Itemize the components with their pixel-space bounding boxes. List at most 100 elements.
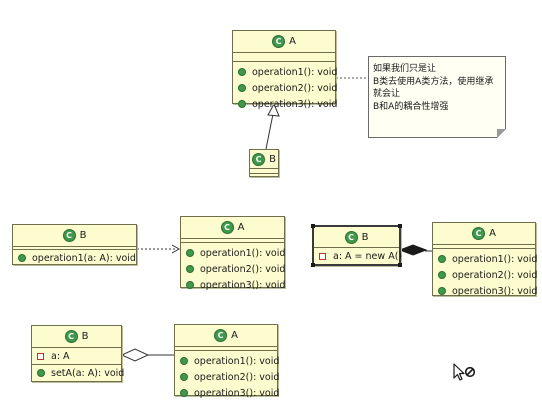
- class-icon: C: [64, 330, 78, 343]
- class-b-dependency[interactable]: C B operation1(a: A): void: [12, 224, 137, 265]
- class-icon: C: [220, 221, 234, 234]
- operation-row[interactable]: operation3(): void: [181, 277, 286, 293]
- attributes-compartment: [181, 239, 284, 243]
- attributes-compartment: [250, 169, 278, 174]
- class-b-aggregation[interactable]: C B a: A setA(a: A): void: [31, 325, 125, 382]
- public-method-icon: [186, 249, 194, 257]
- public-method-icon: [438, 287, 446, 295]
- operations-compartment: operation1(): void operation2(): void op…: [433, 249, 538, 301]
- class-header: C A: [181, 217, 284, 239]
- operation-label: operation3(): void: [194, 387, 280, 399]
- operations-compartment: operation1(): void operation2(): void op…: [181, 243, 286, 295]
- class-name: A: [231, 330, 238, 341]
- operation-row[interactable]: operation1(): void: [175, 353, 280, 369]
- operation-label: operation2(): void: [200, 263, 286, 275]
- dependency-arrowhead: [171, 244, 181, 254]
- attribute-label: a: A = new A(): [333, 250, 403, 262]
- class-a-composition[interactable]: C A operation1(): void operation2(): voi…: [432, 222, 537, 297]
- class-name: A: [489, 228, 496, 239]
- class-name: A: [237, 222, 245, 233]
- operations-compartment: setA(a: A): void: [32, 365, 125, 381]
- class-header: C A: [233, 31, 335, 53]
- drag-not-allowed-cursor-icon: [453, 363, 476, 381]
- operations-compartment: operation1(): void operation2(): void op…: [175, 351, 280, 403]
- operation-label: operation1(): void: [252, 66, 338, 78]
- class-header: C B: [250, 150, 278, 169]
- public-method-icon: [438, 271, 446, 279]
- class-b-inheritance[interactable]: C B: [249, 149, 279, 177]
- selection-handle[interactable]: [398, 224, 402, 228]
- attributes-compartment: [433, 245, 535, 249]
- attributes-compartment: [175, 347, 277, 351]
- operation-label: operation1(): void: [200, 247, 286, 259]
- class-a-aggregation[interactable]: C A operation1(): void operation2(): voi…: [174, 324, 279, 399]
- operation-row[interactable]: operation3(): void: [233, 96, 338, 112]
- note-line: 就会让: [373, 89, 401, 99]
- operation-row[interactable]: operation1(): void: [233, 64, 338, 80]
- class-icon: C: [344, 230, 358, 244]
- inheritance-line[interactable]: [265, 113, 274, 150]
- class-icon: C: [472, 227, 486, 240]
- operation-row[interactable]: operation1(): void: [181, 245, 286, 261]
- class-a-dependency[interactable]: C A operation1(): void operation2(): voi…: [180, 216, 285, 291]
- operation-row[interactable]: operation3(): void: [433, 283, 538, 299]
- attribute-label: a: A: [51, 350, 70, 362]
- operation-label: operation2(): void: [452, 269, 538, 281]
- operation-label: operation3(): void: [252, 98, 338, 110]
- operation-label: operation3(): void: [200, 279, 286, 291]
- class-name: A: [289, 36, 296, 47]
- public-method-icon: [180, 373, 188, 381]
- operation-label: operation2(): void: [194, 371, 280, 383]
- composition-diamond: [398, 244, 428, 256]
- attributes-compartment: a: A: [32, 348, 121, 365]
- attributes-compartment: a: A = new A(): [314, 248, 403, 264]
- operation-row[interactable]: operation1(): void: [433, 251, 537, 267]
- operation-row[interactable]: operation2(): void: [175, 369, 280, 385]
- operation-row[interactable]: operation3(): void: [175, 385, 280, 401]
- operations-compartment: operation1(): void operation2(): void op…: [233, 62, 338, 114]
- attribute-row[interactable]: a: A: [32, 348, 121, 364]
- selection-handle[interactable]: [398, 263, 402, 267]
- note-line: B和A的耦合性增强: [373, 101, 449, 112]
- class-header: C A: [175, 325, 277, 347]
- class-header: C B: [13, 225, 136, 247]
- operation-row[interactable]: setA(a: A): void: [32, 365, 125, 381]
- attribute-row[interactable]: a: A = new A(): [314, 248, 403, 264]
- note-line: 如果我们只是让: [373, 64, 437, 74]
- operation-row[interactable]: operation2(): void: [433, 267, 538, 283]
- class-header: C A: [433, 223, 535, 245]
- operation-row[interactable]: operation1(a: A): void: [13, 250, 136, 266]
- class-name: B: [81, 331, 89, 342]
- class-icon: C: [252, 152, 266, 166]
- class-icon: C: [214, 329, 228, 342]
- inheritance-arrowhead: [267, 102, 280, 117]
- operation-label: operation3(): void: [452, 285, 538, 297]
- note-line: B类去使用A类方法，使用继承: [373, 76, 494, 87]
- operations-compartment: operation1(a: A): void: [13, 250, 136, 266]
- public-method-icon: [37, 369, 45, 377]
- selection-handle[interactable]: [311, 263, 315, 267]
- operation-label: setA(a: A): void: [51, 367, 125, 379]
- public-method-icon: [18, 254, 26, 262]
- public-method-icon: [238, 84, 246, 92]
- class-b-composition[interactable]: C B a: A = new A(): [311, 224, 403, 267]
- operation-label: operation2(): void: [252, 82, 338, 94]
- public-method-icon: [438, 255, 446, 263]
- operation-row[interactable]: operation2(): void: [233, 80, 338, 96]
- public-method-icon: [180, 357, 188, 365]
- comment-note[interactable]: 如果我们只是让 B类去使用A类方法，使用继承 就会让 B和A的耦合性增强: [368, 56, 506, 138]
- class-name: B: [79, 230, 87, 241]
- public-method-icon: [180, 389, 188, 397]
- operation-label: operation1(): void: [194, 355, 280, 367]
- public-method-icon: [186, 281, 194, 289]
- public-method-icon: [186, 265, 194, 273]
- operation-row[interactable]: operation2(): void: [181, 261, 286, 277]
- class-name: B: [361, 231, 369, 243]
- class-a-inheritance[interactable]: C A operation1(): void operation2(): voi…: [232, 30, 337, 110]
- selection-handle[interactable]: [311, 224, 315, 228]
- public-method-icon: [238, 68, 246, 76]
- attributes-compartment: [13, 247, 136, 250]
- operation-label: operation1(a: A): void: [32, 252, 136, 264]
- attributes-compartment: [233, 53, 335, 62]
